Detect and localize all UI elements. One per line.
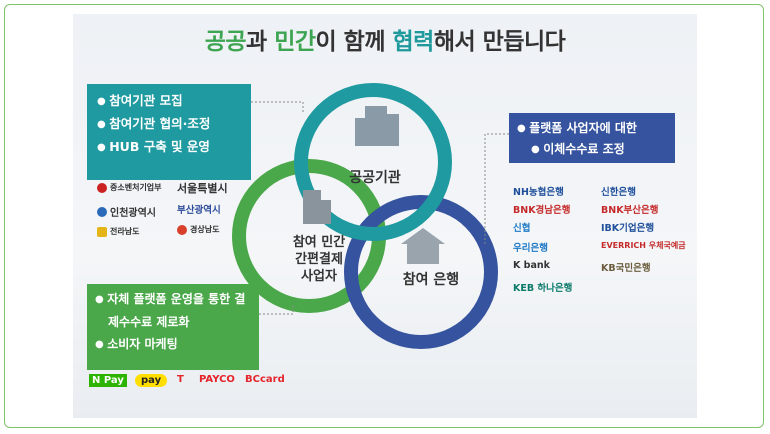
- bank-logo: KEB 하나은행: [513, 280, 572, 294]
- gov-logo: 인천광역시: [97, 204, 156, 219]
- bank-house-icon: [401, 228, 445, 264]
- gov-logo: 중소벤처기업부: [97, 182, 162, 193]
- public-role-box: 참여기관 모집 참여기관 협의·조정 HUB 구축 및 운영: [87, 84, 251, 180]
- private-role-item: 자체 플랫폼 운영을 통한 결제수수료 제로화: [95, 288, 251, 333]
- bank-logo: NH농협은행: [513, 184, 564, 198]
- emblem-icon: [97, 207, 107, 217]
- infographic: 공공과 민간이 함께 협력해서 만듭니다 공공기관 참여 민간 간편결제 사업자…: [73, 14, 697, 418]
- emblem-icon: [177, 225, 187, 235]
- private-role-item: 소비자 마케팅: [95, 333, 251, 356]
- bank-logo: 우리은행: [513, 240, 548, 254]
- bank-logo: K bank: [513, 260, 550, 271]
- gov-logo: 서울특별시: [177, 180, 228, 196]
- npay-logo: N Pay: [89, 374, 127, 387]
- public-role-item: 참여기관 모집: [97, 90, 241, 113]
- bank-logo: EVERRICH 우체국예금: [601, 240, 686, 251]
- bank-logo: IBK기업은행: [601, 220, 654, 234]
- tmoney-logo: T: [177, 374, 184, 385]
- private-role-box: 자체 플랫폼 운영을 통한 결제수수료 제로화 소비자 마케팅: [87, 284, 259, 370]
- gov-logo: 경상남도: [177, 224, 219, 235]
- public-circle-label: 공공기관: [349, 169, 401, 186]
- bank-circle-label: 참여 은행: [403, 271, 459, 288]
- gov-logo: 전라남도: [97, 226, 139, 237]
- public-role-item: HUB 구축 및 운영: [97, 136, 241, 159]
- bank-logo: 신한은행: [601, 184, 636, 198]
- bank-logo: BNK경남은행: [513, 202, 571, 216]
- emblem-icon: [97, 183, 107, 193]
- public-role-item: 참여기관 협의·조정: [97, 113, 241, 136]
- private-label-1: 참여 민간: [293, 234, 345, 250]
- bank-role-item: 플랫폼 사업자에 대한: [517, 118, 667, 139]
- private-building-icon: [303, 190, 331, 224]
- bank-role-box: 플랫폼 사업자에 대한 이체수수료 조정: [509, 113, 675, 163]
- kakaopay-logo: pay: [135, 374, 167, 387]
- bank-logo: KB국민은행: [601, 260, 651, 274]
- emblem-icon: [97, 227, 107, 237]
- connector-public: [251, 102, 303, 114]
- payco-logo: PAYCO: [199, 374, 235, 385]
- public-building-icon: [355, 106, 399, 146]
- bank-logo: 신협: [513, 220, 530, 234]
- connector-bank: [485, 134, 509, 244]
- bank-logo: BNK부산은행: [601, 202, 659, 216]
- private-label-3: 사업자: [301, 268, 337, 284]
- gov-logo: 부산광역시: [177, 202, 221, 216]
- bank-role-item: 이체수수료 조정: [517, 139, 667, 160]
- private-label-2: 간편결제: [295, 251, 343, 267]
- bccard-logo: BCcard: [245, 374, 285, 385]
